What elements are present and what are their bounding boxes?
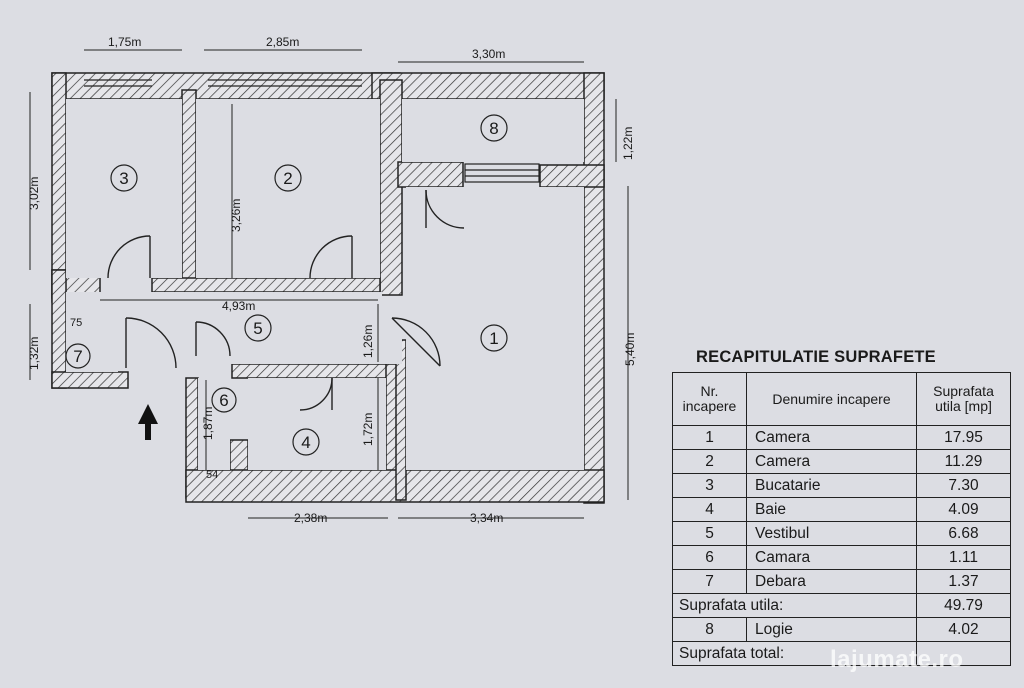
dim-room4-height: 1,72m (361, 413, 375, 446)
dim-room6-height: 1,87m (201, 407, 215, 440)
header-nr: Nr. incapere (672, 372, 747, 426)
summary-header-row: Nr. incapere Denumire incapere Suprafata… (672, 372, 1011, 426)
row-area: 1.11 (916, 545, 1011, 570)
table-row: 3 Bucatarie 7.30 (672, 473, 1011, 498)
row-name: Bucatarie (746, 473, 917, 498)
row-name: Logie (746, 617, 917, 642)
row-name: Debara (746, 569, 917, 594)
dim-room2-height: 3,26m (229, 199, 243, 232)
grand-total-value (916, 641, 1011, 666)
row-nr: 6 (672, 545, 747, 570)
entrance-arrow-icon (138, 404, 158, 440)
floor-plan: 1,75m 2,85m 3,30m 3,02m 1,32m 3,26m 4,93… (27, 35, 637, 525)
room-label-6: 6 (219, 391, 228, 410)
dim-corridor-height: 1,26m (361, 325, 375, 358)
dim-small-54: 54 (206, 469, 218, 481)
dim-left-top: 3,02m (27, 177, 41, 210)
room-label-3: 3 (119, 169, 128, 188)
row-name: Camera (746, 449, 917, 474)
row-name: Vestibul (746, 521, 917, 546)
row-name: Camara (746, 545, 917, 570)
row-nr: 7 (672, 569, 747, 594)
table-row: 1 Camera 17.95 (672, 425, 1011, 450)
row-area: 1.37 (916, 569, 1011, 594)
room-label-8: 8 (489, 119, 498, 138)
header-area: Suprafata utila [mp] (916, 372, 1011, 426)
header-name: Denumire incapere (746, 372, 917, 426)
useful-total-row: Suprafata utila: 49.79 (672, 593, 1011, 618)
row-area: 4.02 (916, 617, 1011, 642)
table-row: 4 Baie 4.09 (672, 497, 1011, 522)
table-row: 7 Debara 1.37 (672, 569, 1011, 594)
dim-bottom-right: 3,34m (470, 511, 503, 525)
walls (51, 72, 605, 504)
dim-room8-height: 1,22m (621, 127, 635, 160)
room-label-5: 5 (253, 319, 262, 338)
room-label-1: 1 (489, 329, 498, 348)
row-nr: 3 (672, 473, 747, 498)
dim-top-left: 1,75m (108, 35, 141, 49)
room-label-2: 2 (283, 169, 292, 188)
row-nr: 4 (672, 497, 747, 522)
row-nr: 8 (672, 617, 747, 642)
row-area: 6.68 (916, 521, 1011, 546)
table-row: 8 Logie 4.02 (672, 617, 1011, 642)
row-area: 11.29 (916, 449, 1011, 474)
row-name: Camera (746, 425, 917, 450)
dim-top-middle: 2,85m (266, 35, 299, 49)
grand-total-label: Suprafata total: (672, 641, 917, 666)
grand-total-row: Suprafata total: (672, 641, 1011, 666)
row-nr: 2 (672, 449, 747, 474)
table-row: 5 Vestibul 6.68 (672, 521, 1011, 546)
useful-total-label: Suprafata utila: (672, 593, 917, 618)
row-area: 7.30 (916, 473, 1011, 498)
useful-total-value: 49.79 (916, 593, 1011, 618)
room-label-4: 4 (301, 433, 310, 452)
row-nr: 1 (672, 425, 747, 450)
room-label-7: 7 (73, 347, 82, 366)
dim-left-bottom: 1,32m (27, 337, 41, 370)
row-area: 4.09 (916, 497, 1011, 522)
table-row: 6 Camara 1.11 (672, 545, 1011, 570)
dim-corridor-width: 4,93m (222, 299, 255, 313)
table-row: 2 Camera 11.29 (672, 449, 1011, 474)
watermark-logo: lajumate.ro (830, 646, 964, 673)
dim-bottom-left: 2,38m (294, 511, 327, 525)
dim-top-right: 3,30m (472, 47, 505, 61)
summary-table: Nr. incapere Denumire incapere Suprafata… (672, 372, 1011, 666)
row-nr: 5 (672, 521, 747, 546)
row-name: Baie (746, 497, 917, 522)
summary-title: RECAPITULATIE SUPRAFETE (696, 348, 936, 366)
row-area: 17.95 (916, 425, 1011, 450)
dim-right-height: 5,40m (623, 333, 637, 366)
dim-small-75: 75 (70, 317, 82, 329)
